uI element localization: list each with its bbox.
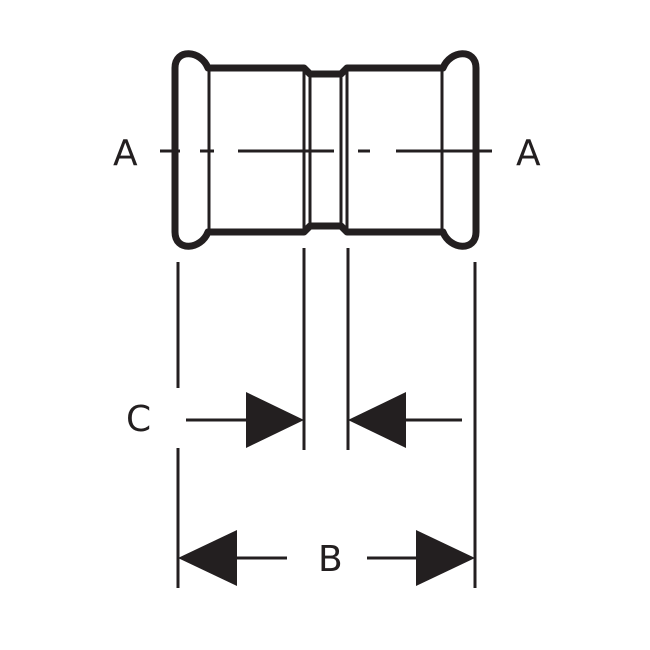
arrow-left-icon xyxy=(178,530,237,586)
arrow-left-icon xyxy=(348,392,406,448)
fitting-outline xyxy=(171,50,480,250)
label-a-right: A xyxy=(516,133,541,174)
label-b: B xyxy=(318,539,343,580)
extension-lines xyxy=(176,248,477,588)
label-c: C xyxy=(126,399,151,440)
dimension-b xyxy=(178,530,475,586)
arrow-right-icon xyxy=(416,530,475,586)
label-a-left: A xyxy=(113,133,138,174)
arrow-right-icon xyxy=(246,392,304,448)
dimension-c xyxy=(186,392,462,448)
